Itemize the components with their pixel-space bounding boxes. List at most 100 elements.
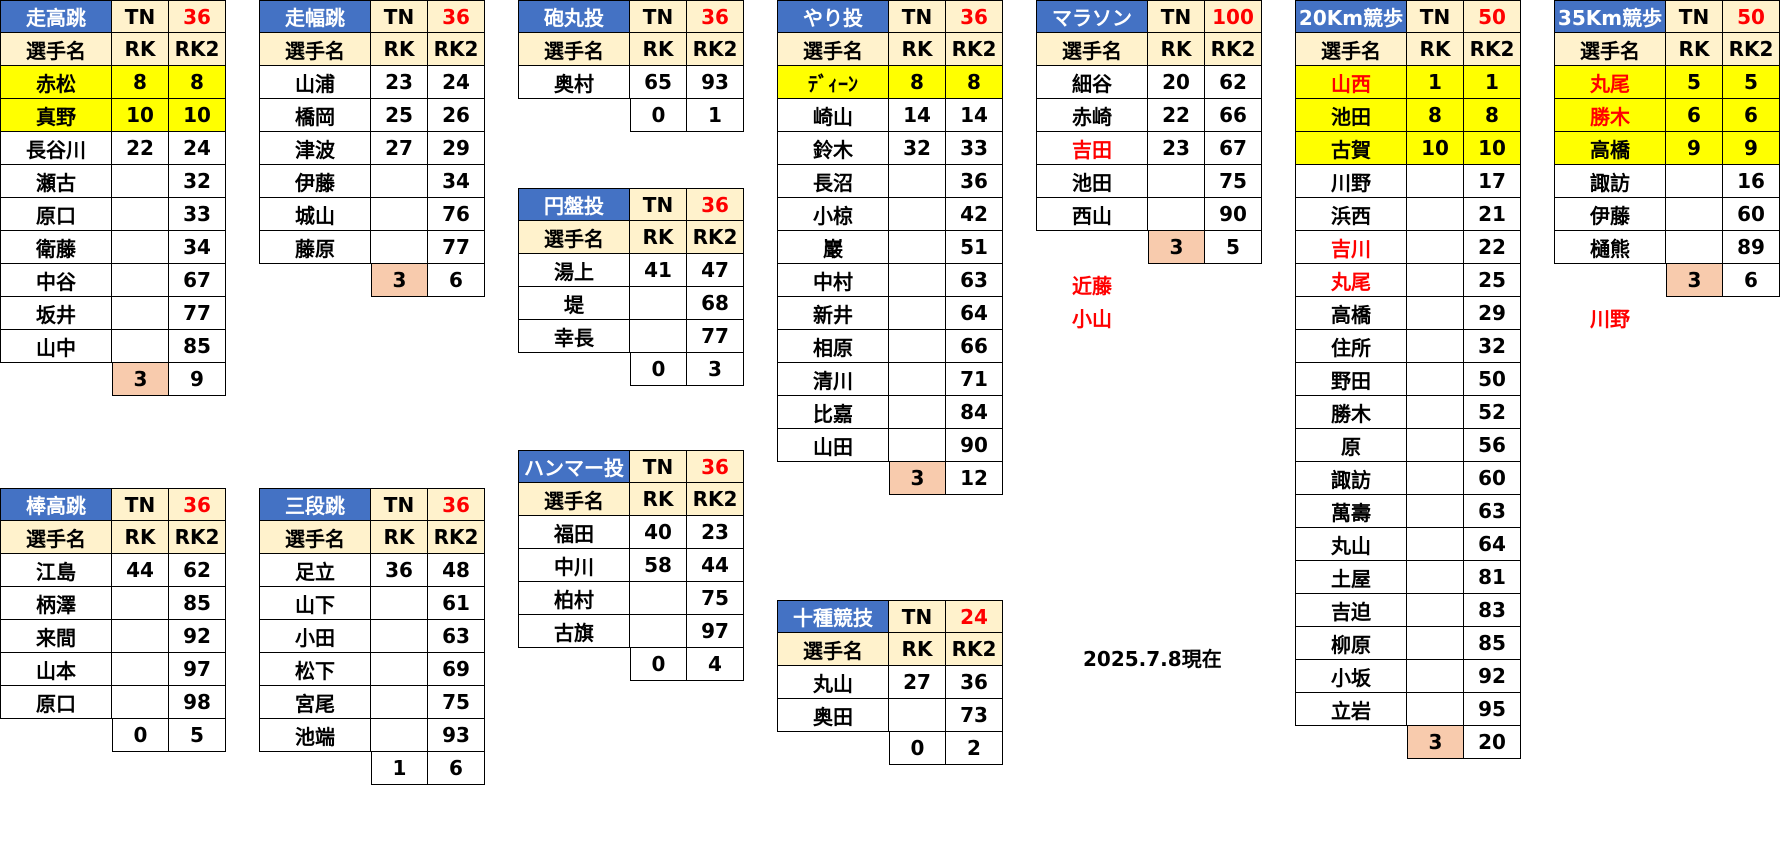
column-header-name: 選手名 [1554, 33, 1666, 66]
rk-value: 8 [889, 66, 946, 99]
column-header-name: 選手名 [0, 33, 112, 66]
rk-value: 25 [371, 99, 428, 132]
rk2-value: 29 [1464, 297, 1521, 330]
tn-value: 36 [946, 0, 1003, 33]
reserve-athlete-name: 近藤 [1072, 274, 1112, 298]
column-header-name: 選手名 [259, 33, 371, 66]
tn-label: TN [112, 0, 169, 33]
totals-spacer [1554, 264, 1666, 297]
rk-value [112, 297, 169, 330]
rk-value [889, 396, 946, 429]
rk-value: 8 [112, 66, 169, 99]
totals-spacer [1036, 231, 1148, 264]
athlete-name: 奥村 [518, 66, 630, 99]
tn-value: 36 [169, 488, 226, 521]
rk2-value: 25 [1464, 264, 1521, 297]
athlete-name: 柄澤 [0, 587, 112, 620]
column-header-rk: RK [630, 221, 687, 254]
athlete-name: 湯上 [518, 254, 630, 287]
total-rk: 0 [630, 648, 687, 681]
rk-value: 6 [1666, 99, 1723, 132]
rk2-value: 10 [1464, 132, 1521, 165]
athlete-name: 吉田 [1036, 132, 1148, 165]
tn-value: 50 [1464, 0, 1521, 33]
athlete-name: 吉川 [1295, 231, 1407, 264]
rk-value: 10 [112, 99, 169, 132]
rk2-value: 75 [428, 686, 485, 719]
event-name: ハンマー投 [518, 450, 630, 483]
total-rk2: 3 [687, 353, 744, 386]
rk-value: 41 [630, 254, 687, 287]
rk-value [889, 699, 946, 732]
athlete-name: 樋熊 [1554, 231, 1666, 264]
rk2-value: 77 [169, 297, 226, 330]
rk-value: 1 [1407, 66, 1464, 99]
athlete-name: 松下 [259, 653, 371, 686]
athlete-name: 伊藤 [259, 165, 371, 198]
column-header-rk2: RK2 [687, 221, 744, 254]
rk2-value: 60 [1723, 198, 1780, 231]
column-header-name: 選手名 [518, 33, 630, 66]
rk-value [1407, 396, 1464, 429]
athlete-name: 原口 [0, 686, 112, 719]
rk-value [371, 719, 428, 752]
rk2-value: 77 [428, 231, 485, 264]
totals-spacer [518, 99, 630, 132]
reserve-athlete-name: 小山 [1072, 307, 1112, 331]
athlete-name: 柏村 [518, 582, 630, 615]
total-rk2: 6 [1723, 264, 1780, 297]
athlete-name: 山本 [0, 653, 112, 686]
column-header-rk: RK [112, 33, 169, 66]
rk-value [371, 620, 428, 653]
column-header-name: 選手名 [1036, 33, 1148, 66]
athlete-name: 池端 [259, 719, 371, 752]
rk-value: 22 [112, 132, 169, 165]
rk2-value: 62 [1205, 66, 1262, 99]
rk2-value: 8 [946, 66, 1003, 99]
totals-spacer [518, 648, 630, 681]
event-name: 走高跳 [0, 0, 112, 33]
rk2-value: 5 [1723, 66, 1780, 99]
athlete-name: 藤原 [259, 231, 371, 264]
rk2-value: 50 [1464, 363, 1521, 396]
total-rk2: 12 [946, 462, 1003, 495]
athlete-name: 津波 [259, 132, 371, 165]
total-rk2: 6 [428, 264, 485, 297]
rk-value [1666, 165, 1723, 198]
